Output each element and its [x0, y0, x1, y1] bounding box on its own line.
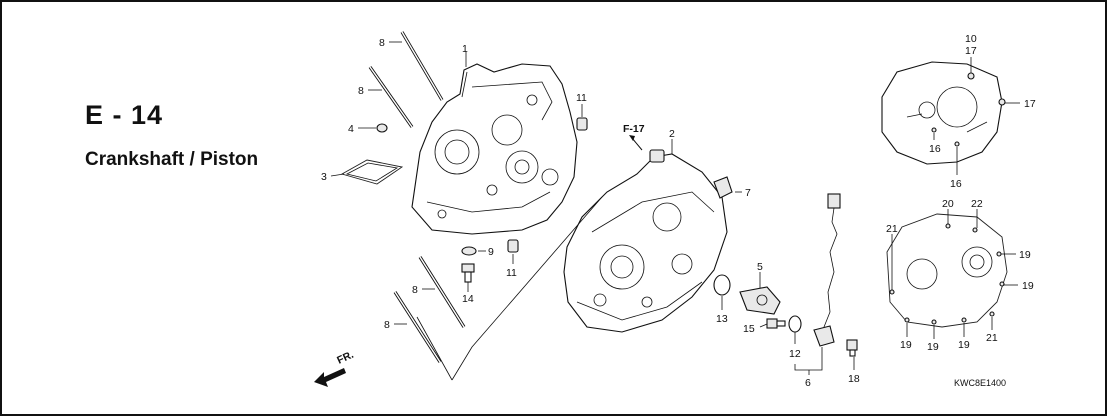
callout-5: 5: [757, 261, 763, 273]
leader-lines: [330, 41, 1020, 375]
diagram-code: E - 14: [85, 100, 164, 130]
right-cover-gasket[interactable]: [886, 213, 1008, 328]
callout-11b: 11: [506, 267, 517, 279]
o-ring-13[interactable]: [713, 274, 731, 296]
dowel-pin-11-upper[interactable]: [576, 117, 588, 131]
reference-code: KWC8E1400: [954, 378, 1007, 388]
left-crankcase[interactable]: [411, 63, 578, 235]
drain-bolt-14[interactable]: [461, 263, 475, 283]
callout-19b: 19: [1022, 280, 1034, 292]
o-ring-12[interactable]: [788, 315, 802, 333]
callout-6: 6: [805, 377, 811, 389]
callout-19a: 19: [1019, 249, 1031, 261]
dowel-pin-11-lower[interactable]: [507, 239, 519, 253]
callout-14: 14: [462, 293, 474, 305]
callout-21a: 21: [886, 223, 898, 235]
right-cover-upper[interactable]: [881, 61, 1006, 165]
callout-13: 13: [716, 313, 728, 325]
sensor-housing-5[interactable]: [739, 286, 781, 315]
callout-17b: 17: [1024, 98, 1036, 110]
callout-8b: 8: [358, 85, 364, 97]
callout-16a: 16: [929, 143, 941, 155]
callout-19e: 19: [958, 339, 970, 351]
wire-clip-7[interactable]: [713, 176, 733, 199]
callout-1: 1: [462, 43, 468, 55]
callout-18: 18: [848, 373, 860, 385]
callout-17a: 17: [965, 45, 977, 57]
callout-labels: 1 2 3 4 5 6 7 8 8 8 8 9 10 11 11 12 13 1…: [321, 33, 1036, 389]
diagram-title: Crankshaft / Piston: [85, 149, 259, 170]
callout-8c: 8: [412, 284, 418, 296]
stud-bolt-lower-1[interactable]: [418, 256, 466, 328]
callout-19c: 19: [900, 339, 912, 351]
callout-3: 3: [321, 171, 327, 183]
callout-22: 22: [971, 198, 983, 210]
callout-19d: 19: [927, 341, 939, 353]
callout-8a: 8: [379, 37, 385, 49]
callout-2: 2: [669, 128, 675, 140]
callout-12: 12: [789, 348, 801, 360]
callout-9: 9: [488, 246, 494, 258]
bolt-18[interactable]: [846, 339, 858, 357]
bolt-15[interactable]: [766, 318, 786, 329]
right-crankcase[interactable]: [563, 149, 728, 333]
callout-20: 20: [942, 198, 954, 210]
callout-4: 4: [348, 123, 354, 135]
callout-7: 7: [745, 187, 751, 199]
sensor-wire-6[interactable]: [813, 193, 841, 347]
stud-bolt-lower-2[interactable]: [393, 291, 442, 363]
section-reference: F-17: [623, 123, 645, 135]
stud-bolt-upper-1[interactable]: [400, 31, 444, 101]
callout-16b: 16: [950, 178, 962, 190]
callout-10: 10: [965, 33, 977, 45]
section-ref-arrow: [631, 137, 643, 151]
crankcase-gasket[interactable]: [340, 159, 404, 185]
front-direction-arrow: FR.: [314, 349, 356, 387]
assembly-line: [451, 196, 603, 381]
dowel-pin-4[interactable]: [376, 123, 388, 133]
stud-bolt-upper-2[interactable]: [368, 66, 414, 128]
washer-9[interactable]: [461, 246, 477, 256]
front-marker-label: FR.: [335, 349, 355, 367]
callout-21b: 21: [986, 332, 998, 344]
callout-11a: 11: [576, 92, 587, 104]
assembly-line-2: [416, 316, 453, 381]
callout-15: 15: [743, 323, 755, 335]
callout-8d: 8: [384, 319, 390, 331]
